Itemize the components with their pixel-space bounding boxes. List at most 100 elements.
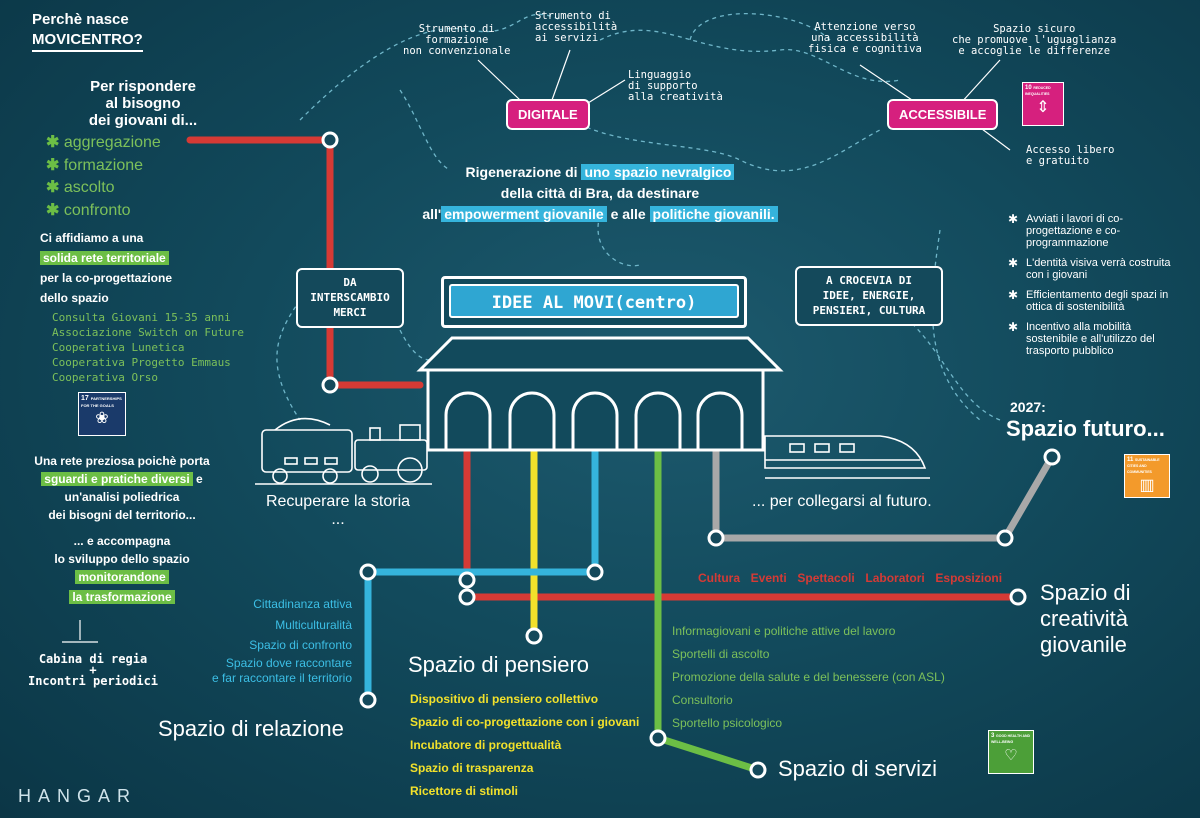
right-list-item: Incentivo alla mobilità sostenibile e al… — [1008, 321, 1178, 357]
partner-item: Cooperativa Lunetica — [52, 341, 185, 354]
accessibile-note-3: Accesso libero e gratuito — [1026, 144, 1115, 167]
servizi-item: Informagiovani e politiche attive del la… — [672, 624, 896, 638]
recover-text: Recuperare la storia ... — [258, 493, 418, 529]
precious-line-5: ... e accompagna — [73, 534, 171, 548]
relazione-item: Multiculturalità — [275, 617, 352, 632]
sdg17-badge: 17 PARTNERSHIPS FOR THE GOALS ❀ — [78, 392, 126, 436]
digitale-tag: DIGITALE — [506, 99, 590, 130]
partners-list: Consulta Giovani 15-35 anni Associazione… — [52, 310, 244, 385]
regeneration-text: Rigenerazione di uno spazio nevralgico d… — [390, 162, 810, 225]
partner-item: Consulta Giovani 15-35 anni — [52, 311, 231, 324]
regeneration-highlight-2: empowerment giovanile — [441, 206, 607, 222]
pensiero-item: Incubatore di progettualità — [410, 738, 562, 752]
answer-line-2: al bisogno — [105, 95, 181, 112]
box-interscambio: DA INTERSCAMBIO MERCI — [296, 268, 404, 328]
creativita-items: Cultura Eventi Spettacoli Laboratori Esp… — [698, 571, 1002, 585]
need-item: ✱ ascolto — [46, 179, 115, 196]
network-text: Ci affidiamo a una solida rete territori… — [40, 228, 172, 308]
cabina-plus: + — [89, 663, 97, 677]
creativita-item: Spettacoli — [797, 571, 855, 585]
network-line-4: dello spazio — [40, 291, 109, 305]
steam-train-drawing — [255, 417, 432, 485]
flower-icon: ❀ — [95, 410, 109, 427]
precious-line-6: lo sviluppo dello spazio — [54, 552, 190, 566]
relazione-title: Spazio di relazione — [158, 716, 344, 741]
recover-line-2: ... — [331, 511, 345, 528]
precious-line-1: Una rete preziosa poichè porta — [34, 454, 210, 468]
servizi-items: Informagiovani e politiche attive del la… — [672, 620, 945, 735]
regeneration-highlight-3: politiche giovanili. — [649, 206, 778, 222]
right-list: Avviati i lavori di co-progettazione e c… — [1008, 213, 1178, 365]
precious-line-3: un'analisi poliedrica — [64, 490, 180, 504]
question-line-1: Perchè nasce — [32, 11, 129, 28]
digitale-note-1: Strumento di formazione non convenzional… — [403, 23, 511, 57]
station-sign: IDEE AL MOVI(centro) — [441, 276, 747, 328]
need-item: ✱ aggregazione — [46, 134, 161, 151]
precious-line-4: dei bisogni del territorio... — [48, 508, 196, 522]
future-year: 2027: — [1010, 399, 1046, 415]
creativita-item: Cultura — [698, 571, 740, 585]
cabina-line-2: Incontri periodici — [27, 674, 159, 688]
answer-line-3: dei giovani di... — [88, 112, 198, 129]
digitale-note-2: Strumento di accessibilità ai servizi — [535, 10, 618, 44]
network-line-3: per la co-progettazione — [40, 271, 173, 285]
connect-text: ... per collegarsi al futuro. — [752, 493, 932, 510]
sdg10-badge: 10 REDUCED INEQUALITIES ⇕ — [1022, 82, 1064, 126]
accessibile-note-1: Attenzione verso una accessibilità fisic… — [808, 21, 922, 55]
regeneration-line-2: della città di Bra, da destinare — [500, 185, 700, 201]
precious-text: Una rete preziosa poichè porta sguardi e… — [14, 452, 230, 606]
regeneration-highlight-1: uno spazio nevralgico — [581, 164, 735, 180]
needs-list: ✱ aggregazione ✱ formazione ✱ ascolto ✱ … — [46, 132, 161, 222]
relazione-item: Cittadinanza attiva — [253, 597, 352, 611]
creativita-item: Esposizioni — [935, 571, 1003, 585]
precious-highlight-2: monitorandone — [75, 570, 169, 584]
accessibile-tag: ACCESSIBILE — [887, 99, 999, 130]
right-list-item: Avviati i lavori di co-progettazione e c… — [1008, 213, 1178, 249]
creativita-item: Laboratori — [865, 571, 925, 585]
right-list-item: L'dentità visiva verrà costruita con i g… — [1008, 257, 1178, 281]
precious-highlight: sguardi e pratiche diversi — [41, 472, 193, 486]
pensiero-item: Spazio di co-progettazione con i giovani — [410, 715, 640, 729]
pensiero-item: Spazio di trasparenza — [410, 761, 534, 775]
network-highlight: solida rete territoriale — [40, 251, 169, 265]
partner-item: Cooperativa Progetto Emmaus — [52, 356, 231, 369]
partner-item: Associazione Switch on Future — [52, 326, 245, 339]
network-line-1: Ci affidiamo a una — [40, 231, 144, 245]
servizi-item: Consultorio — [672, 693, 733, 707]
need-item: ✱ formazione — [46, 156, 144, 174]
modern-train-drawing — [764, 435, 930, 479]
pensiero-item: Dispositivo di pensiero collettivo — [410, 692, 599, 706]
brand-logo: HANGAR — [18, 786, 138, 806]
pensiero-title: Spazio di pensiero — [408, 652, 590, 677]
servizi-item: Sportello psicologico — [672, 716, 783, 730]
creativita-title: Spazio di creatività giovanile — [1040, 580, 1131, 657]
partner-item: Cooperativa Orso — [52, 371, 158, 384]
sdg11-badge: 11 SUSTAINABLE CITIES AND COMMUNITIES ▥ — [1124, 454, 1170, 498]
heartbeat-icon: ♡ — [1004, 747, 1018, 764]
sdg3-badge: 3 GOOD HEALTH AND WELL-BEING ♡ — [988, 730, 1034, 774]
city-icon: ▥ — [1139, 477, 1155, 494]
cabina-line-1: Cabina di regia — [38, 652, 148, 666]
relazione-item: Spazio dove raccontare — [225, 655, 352, 670]
box-crocevia: A CROCEVIA DI IDEE, ENERGIE, PENSIERI, C… — [795, 266, 943, 326]
need-item: ✱ confronto — [46, 201, 131, 219]
station-sign-text: IDEE AL MOVI(centro) — [449, 284, 739, 318]
creativita-item: Eventi — [750, 571, 787, 585]
recover-line-1: Recuperare la storia — [265, 493, 411, 510]
servizi-item: Promozione della salute e del benessere … — [672, 670, 945, 684]
precious-highlight-3: la trasformazione — [69, 590, 175, 604]
station-building-drawing — [416, 336, 784, 452]
servizi-item: Sportelli di ascolto — [672, 647, 770, 661]
pensiero-item: Ricettore di stimoli — [410, 784, 519, 798]
precious-after: e — [192, 472, 203, 486]
relazione-item: e far raccontare il territorio — [211, 670, 352, 685]
question-heading: Perchè nasce MOVICENTRO? — [32, 10, 143, 52]
cabina-text: Cabina di regia + Incontri periodici — [18, 652, 168, 688]
answer-line-1: Per rispondere — [90, 78, 196, 95]
pensiero-items: Dispositivo di pensiero collettivo Spazi… — [410, 688, 639, 803]
equal-icon: ⇕ — [1036, 99, 1050, 116]
relazione-item: Spazio di confronto — [249, 638, 352, 652]
servizi-title: Spazio di servizi — [778, 756, 937, 781]
accessibile-note-2: Spazio sicuro che promuove l'uguaglianza… — [952, 23, 1117, 57]
answer-text: Per rispondere al bisogno dei giovani di… — [68, 78, 218, 129]
